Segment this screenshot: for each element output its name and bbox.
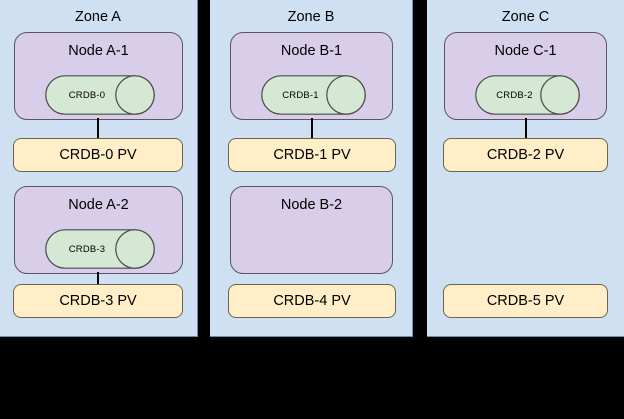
cylinder-shape (261, 75, 366, 115)
cylinder-shape (475, 75, 580, 115)
connector-node-b-1-to-pv (311, 118, 313, 139)
node-a-2[interactable]: Node A-2 CRDB-3 (14, 186, 183, 274)
cylinder-shape (45, 229, 155, 269)
zone-panel-a[interactable]: Zone A Node A-1 CRDB-0 CRDB-0 PV Node A-… (0, 0, 198, 337)
pv-crdb-0[interactable]: CRDB-0 PV (13, 138, 183, 172)
node-b-1[interactable]: Node B-1 CRDB-1 (230, 32, 393, 120)
connector-node-c-1-to-pv (525, 118, 527, 139)
pv-crdb-2[interactable]: CRDB-2 PV (443, 138, 608, 172)
pv-crdb-5[interactable]: CRDB-5 PV (443, 284, 608, 318)
node-a-1[interactable]: Node A-1 CRDB-0 (14, 32, 183, 120)
connector-node-a-1-to-pv (97, 118, 99, 139)
cylinder-shape (45, 75, 155, 115)
zone-title-a: Zone A (75, 9, 121, 25)
zone-panel-c[interactable]: Zone C Node C-1 CRDB-2 CRDB-2 PV CRDB-5 … (427, 0, 624, 337)
node-title-b-2: Node B-2 (280, 197, 343, 213)
database-cylinder-crdb-0[interactable]: CRDB-0 (45, 75, 155, 115)
database-cylinder-crdb-2[interactable]: CRDB-2 (475, 75, 580, 115)
node-title-a-1: Node A-1 (68, 43, 129, 59)
node-title-b-1: Node B-1 (280, 43, 343, 59)
node-title-c-1: Node C-1 (494, 43, 557, 59)
pv-crdb-3[interactable]: CRDB-3 PV (13, 284, 183, 318)
node-title-a-2: Node A-2 (68, 197, 129, 213)
connector-node-a-2-to-pv (97, 272, 99, 293)
zone-panel-b[interactable]: Zone B Node B-1 CRDB-1 CRDB-1 PV Node B-… (210, 0, 413, 337)
pv-crdb-1[interactable]: CRDB-1 PV (228, 138, 396, 172)
node-b-2[interactable]: Node B-2 (230, 186, 393, 274)
database-cylinder-crdb-1[interactable]: CRDB-1 (261, 75, 366, 115)
node-c-1[interactable]: Node C-1 CRDB-2 (444, 32, 607, 120)
zone-title-c: Zone C (501, 9, 550, 25)
pv-crdb-4[interactable]: CRDB-4 PV (228, 284, 396, 318)
database-cylinder-crdb-3[interactable]: CRDB-3 (45, 229, 155, 269)
zone-title-b: Zone B (287, 9, 335, 25)
